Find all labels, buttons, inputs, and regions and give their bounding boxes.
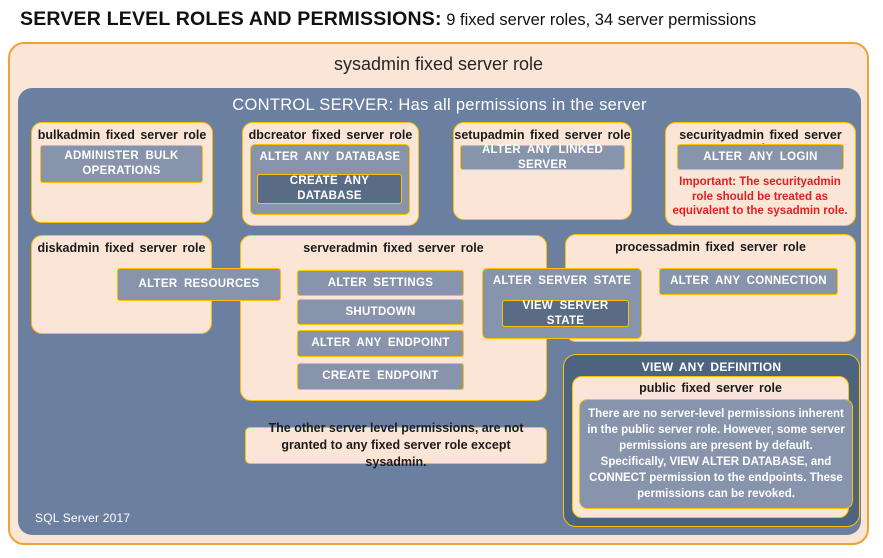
permission-shutdown: SHUTDOWN [297, 299, 464, 325]
permission-alter-server-state: ALTER SERVER STATE VIEW SERVER STATE [482, 268, 642, 339]
permission-view-server-state: VIEW SERVER STATE [502, 300, 629, 327]
permission-alter-server-state-label: ALTER SERVER STATE [492, 275, 632, 287]
page-title: SERVER LEVEL ROLES AND PERMISSIONS: 9 fi… [20, 8, 860, 31]
role-box-serveradmin: serveradmin fixed server role ALTER SETT… [240, 235, 547, 401]
role-box-bulkadmin: bulkadmin fixed server role ADMINISTER B… [31, 122, 213, 223]
role-box-setupadmin: setupadmin fixed server role ALTER ANY L… [453, 122, 632, 220]
role-title-serveradmin: serveradmin fixed server role [303, 241, 484, 255]
permission-alter-any-endpoint: ALTER ANY ENDPOINT [297, 330, 464, 357]
role-title-diskadmin: diskadmin fixed server role [37, 241, 206, 255]
role-title-processadmin: processadmin fixed server role [615, 240, 806, 254]
permission-alter-any-connection: ALTER ANY CONNECTION [659, 268, 838, 295]
footer-version-label: SQL Server 2017 [35, 511, 131, 525]
role-box-securityadmin: securityadmin fixed server role ALTER AN… [665, 122, 856, 226]
control-server-label: CONTROL SERVER: Has all permissions in t… [232, 96, 647, 114]
page-title-subtitle: 9 fixed server roles, 34 server permissi… [441, 11, 757, 29]
permission-alter-any-database-label: ALTER ANY DATABASE [259, 151, 401, 163]
page-title-emphasis: SERVER LEVEL ROLES AND PERMISSIONS: [20, 8, 442, 30]
view-any-definition-box: VIEW ANY DEFINITION public fixed server … [563, 354, 860, 527]
permission-create-any-database: CREATE ANY DATABASE [257, 174, 402, 204]
securityadmin-warning: Important: The securityadmin role should… [672, 176, 848, 218]
permission-alter-any-login: ALTER ANY LOGIN [677, 144, 844, 170]
role-title-setupadmin: setupadmin fixed server role [454, 128, 631, 142]
public-role-note: There are no server-level permissions in… [579, 399, 853, 509]
other-permissions-note: The other server level permissions, are … [245, 421, 547, 469]
role-box-dbcreator: dbcreator fixed server role ALTER ANY DA… [242, 122, 419, 226]
permission-alter-resources: ALTER RESOURCES [117, 268, 281, 301]
permission-alter-settings: ALTER SETTINGS [297, 270, 464, 296]
role-box-diskadmin: diskadmin fixed server role ALTER RESOUR… [31, 235, 281, 334]
permission-alter-any-linked-server: ALTER ANY LINKED SERVER [460, 144, 625, 171]
role-title-public: public fixed server role [639, 381, 782, 395]
sysadmin-role-label: sysadmin fixed server role [333, 54, 544, 74]
permission-administer-bulk-operations: ADMINISTER BULK OPERATIONS [40, 145, 203, 183]
role-title-dbcreator: dbcreator fixed server role [248, 128, 413, 142]
view-any-definition-label: VIEW ANY DEFINITION [641, 360, 782, 374]
permission-create-endpoint: CREATE ENDPOINT [297, 363, 464, 390]
role-title-bulkadmin: bulkadmin fixed server role [37, 128, 207, 142]
sysadmin-role-box: sysadmin fixed server role CONTROL SERVE… [8, 42, 869, 545]
role-box-public: public fixed server role There are no se… [572, 376, 853, 518]
permission-alter-any-database: ALTER ANY DATABASE CREATE ANY DATABASE [250, 144, 410, 215]
control-server-box: CONTROL SERVER: Has all permissions in t… [18, 88, 861, 535]
